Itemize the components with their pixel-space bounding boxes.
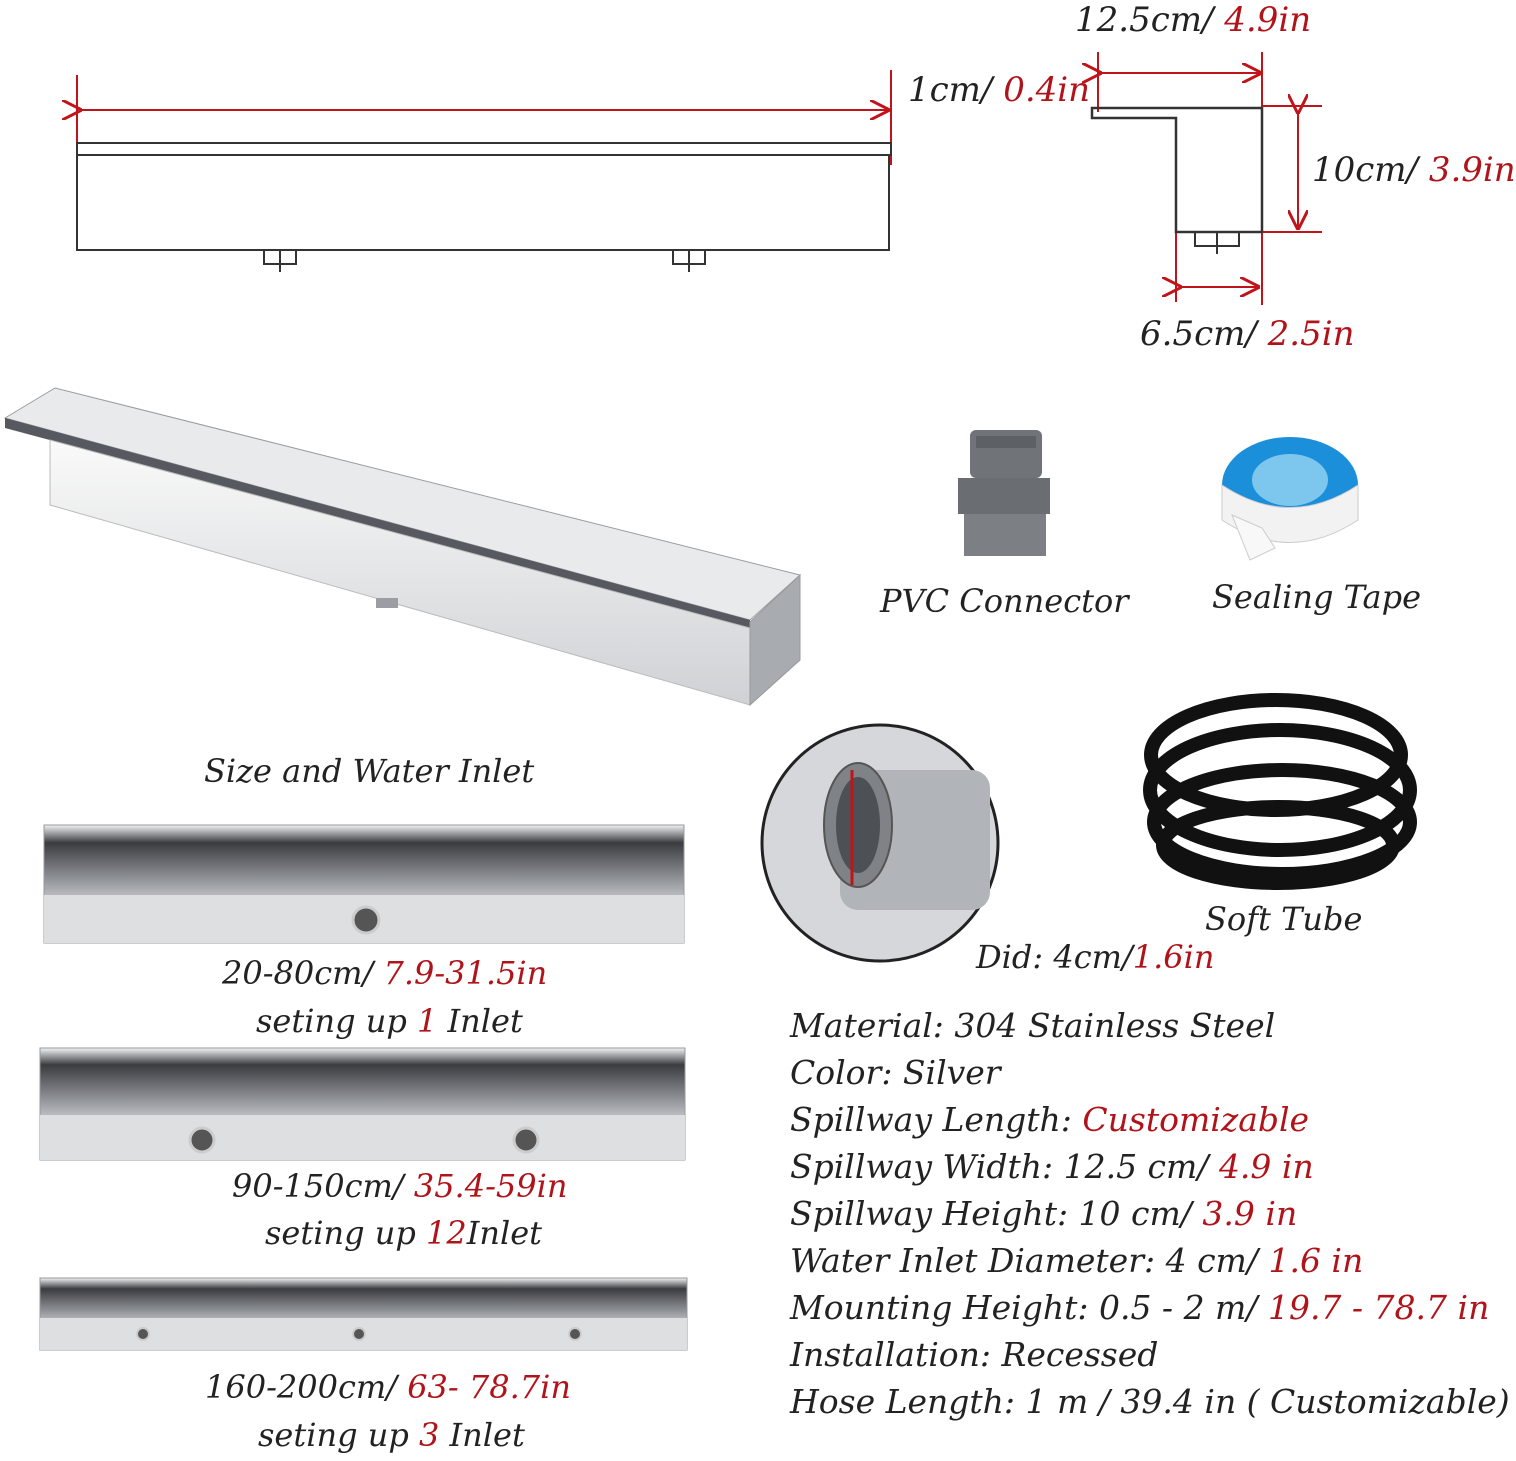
variant-3-setup: seting up 3 Inlet: [258, 1416, 525, 1454]
variant-1-image: [43, 824, 685, 944]
spillway-product-image: [3, 387, 802, 707]
inlet-closeup-image: [760, 723, 1000, 963]
sealing-tape-label: Sealing Tape: [1212, 578, 1422, 616]
spec-installation: Installation: Recessed: [790, 1335, 1159, 1374]
variant-2-image: [39, 1047, 686, 1161]
lip-dimension-label: 1cm/ 0.4in: [908, 70, 1091, 110]
soft-tube-image: [1143, 693, 1417, 890]
spec-color: Color: Silver: [790, 1053, 1001, 1092]
spec-mounting-height: Mounting Height: 0.5 - 2 m/ 19.7 - 78.7 …: [790, 1288, 1490, 1327]
spec-material: Material: 304 Stainless Steel: [790, 1006, 1276, 1045]
soft-tube-label: Soft Tube: [1205, 900, 1363, 938]
pvc-connector-label: PVC Connector: [880, 582, 1129, 620]
inlet-diameter-label: Did: 4cm/1.6in: [976, 938, 1215, 976]
variant-2-setup: seting up 12Inlet: [265, 1214, 542, 1252]
section-title: Size and Water Inlet: [204, 752, 535, 790]
sealing-tape-image: [1221, 437, 1359, 561]
spec-inlet-diameter: Water Inlet Diameter: 4 cm/ 1.6 in: [790, 1241, 1364, 1280]
side-profile-drawing: [1092, 52, 1322, 305]
variant-3-size: 160-200cm/ 63- 78.7in: [205, 1368, 571, 1406]
spec-hose-length: Hose Length: 1 m / 39.4 in ( Customizabl…: [790, 1382, 1510, 1421]
spec-width: Spillway Width: 12.5 cm/ 4.9 in: [790, 1147, 1314, 1186]
variant-1-size: 20-80cm/ 7.9-31.5in: [222, 954, 548, 992]
variant-3-image: [39, 1277, 688, 1351]
variant-1-setup: seting up 1 Inlet: [256, 1002, 523, 1040]
pvc-connector-image: [958, 430, 1050, 556]
height-dimension-label: 10cm/ 3.9in: [1312, 150, 1516, 190]
width-dimension-label: 12.5cm/ 4.9in: [1075, 0, 1312, 40]
spec-length: Spillway Length: Customizable: [790, 1100, 1310, 1139]
variant-2-size: 90-150cm/ 35.4-59in: [232, 1167, 568, 1205]
bottom-dimension-label: 6.5cm/ 2.5in: [1140, 314, 1355, 354]
spec-height: Spillway Height: 10 cm/ 3.9 in: [790, 1194, 1298, 1233]
spec-list: Material: 304 Stainless Steel Color: Sil…: [790, 1002, 1510, 1425]
